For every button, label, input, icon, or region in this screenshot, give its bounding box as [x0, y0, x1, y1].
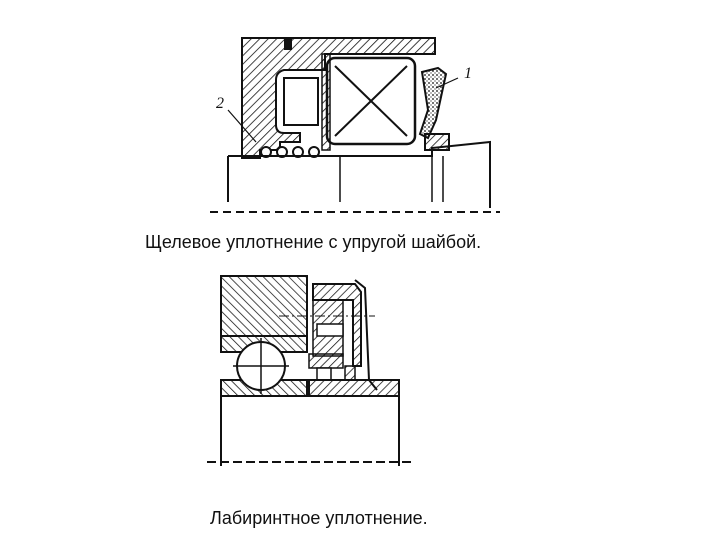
caption-labyrinth-seal: Лабиринтное уплотнение. [210, 508, 428, 528]
label-1: 1 [464, 65, 472, 82]
housing-block [220, 275, 308, 337]
housing-section [241, 37, 436, 159]
shaft-outline [227, 140, 491, 208]
labyrinth-seal-drawing [207, 275, 411, 466]
caption-slot-seal: Щелевое уплотнение с упругой шайбой. [145, 232, 482, 252]
slot-seal-drawing: 1 2 [210, 37, 500, 213]
elastic-washer [418, 66, 448, 140]
label-2: 2 [216, 95, 224, 112]
shaft-outline [220, 396, 400, 466]
